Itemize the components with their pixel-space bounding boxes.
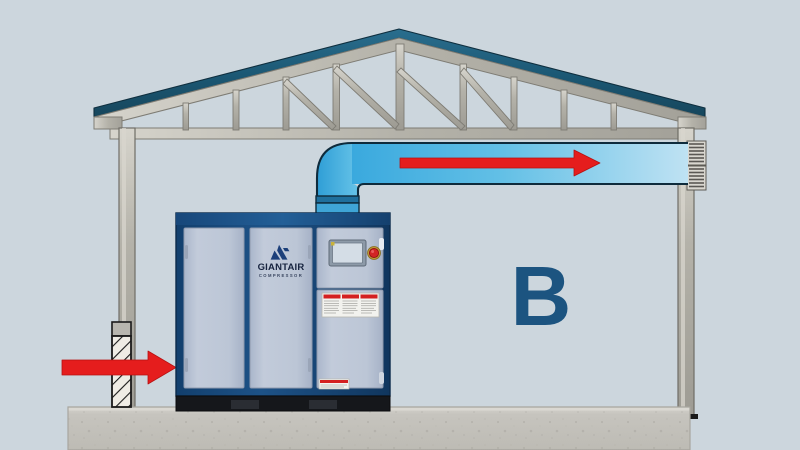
- hinge-center-bottom: [308, 358, 311, 372]
- base-warning-sticker: [318, 378, 350, 390]
- handle-bottom-right: [379, 372, 384, 384]
- forklift-slot-right: [309, 400, 337, 409]
- right-eave: [677, 116, 707, 130]
- concrete-foundation: [67, 406, 691, 450]
- hinge-left-bottom: [185, 358, 188, 372]
- giantair-logo: GIANTAIR COMPRESSOR: [250, 244, 312, 278]
- giantair-mountain-icon: [270, 244, 290, 260]
- intake-air-arrow: [61, 350, 177, 385]
- forklift-slot-left: [231, 400, 259, 409]
- door-panel-center: [249, 227, 313, 389]
- exhaust-air-arrow: [399, 149, 601, 177]
- hmi-screen: [332, 242, 363, 264]
- giantair-subtitle-text: COMPRESSOR: [258, 273, 304, 278]
- roof-truss: [182, 43, 617, 131]
- hinge-left-top: [185, 245, 188, 259]
- warning-label-plate: [321, 292, 380, 318]
- handle-top-right: [379, 238, 384, 250]
- zone-label-b: B: [511, 249, 572, 343]
- hinge-center-top: [308, 245, 311, 259]
- wall-louver-vent: [686, 140, 707, 191]
- hmi-led: [331, 242, 335, 246]
- left-eave: [93, 116, 123, 130]
- compressor-unit: [175, 212, 391, 412]
- giantair-brand-text: GIANTAIR: [257, 262, 305, 273]
- emergency-stop-button: [368, 247, 380, 259]
- compressor-base: [175, 395, 391, 412]
- door-panel-left: [183, 227, 245, 389]
